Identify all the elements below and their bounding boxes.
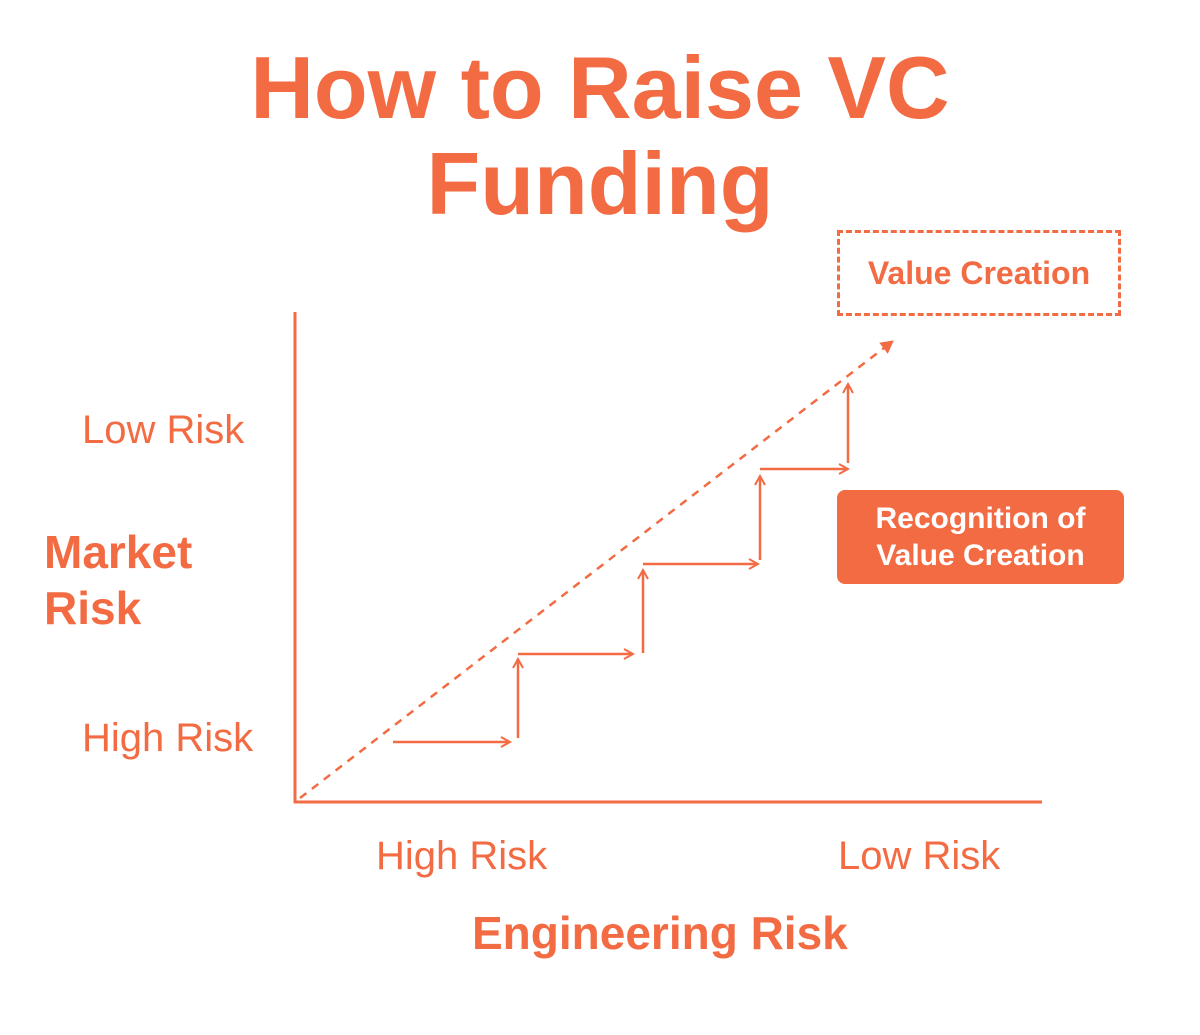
- x-axis-left-label: High Risk: [376, 834, 548, 878]
- recognition-label-line-2: Value Creation: [876, 539, 1085, 572]
- recognition-staircase: [393, 384, 848, 742]
- y-axis-title: Market Risk: [44, 524, 192, 636]
- value-creation-trend-line: [299, 340, 894, 799]
- y-axis-title-line-2: Risk: [44, 582, 142, 634]
- title-line-2: Funding: [426, 134, 774, 233]
- x-axis-title: Engineering Risk: [472, 907, 848, 959]
- page-title: How to Raise VC Funding: [0, 40, 1200, 232]
- title-line-1: How to Raise VC: [250, 38, 950, 137]
- y-axis-title-line-1: Market: [44, 526, 193, 578]
- value-creation-label: Value Creation: [867, 254, 1091, 291]
- recognition-label-line-1: Recognition of: [875, 502, 1086, 535]
- x-axis-right-label: Low Risk: [838, 834, 1001, 878]
- y-axis-bottom-label: High Risk: [82, 716, 254, 760]
- value-creation-callout: Value Creation: [837, 230, 1121, 316]
- y-axis-top-label: Low Risk: [82, 408, 245, 452]
- recognition-callout: Recognition of Value Creation: [837, 490, 1124, 584]
